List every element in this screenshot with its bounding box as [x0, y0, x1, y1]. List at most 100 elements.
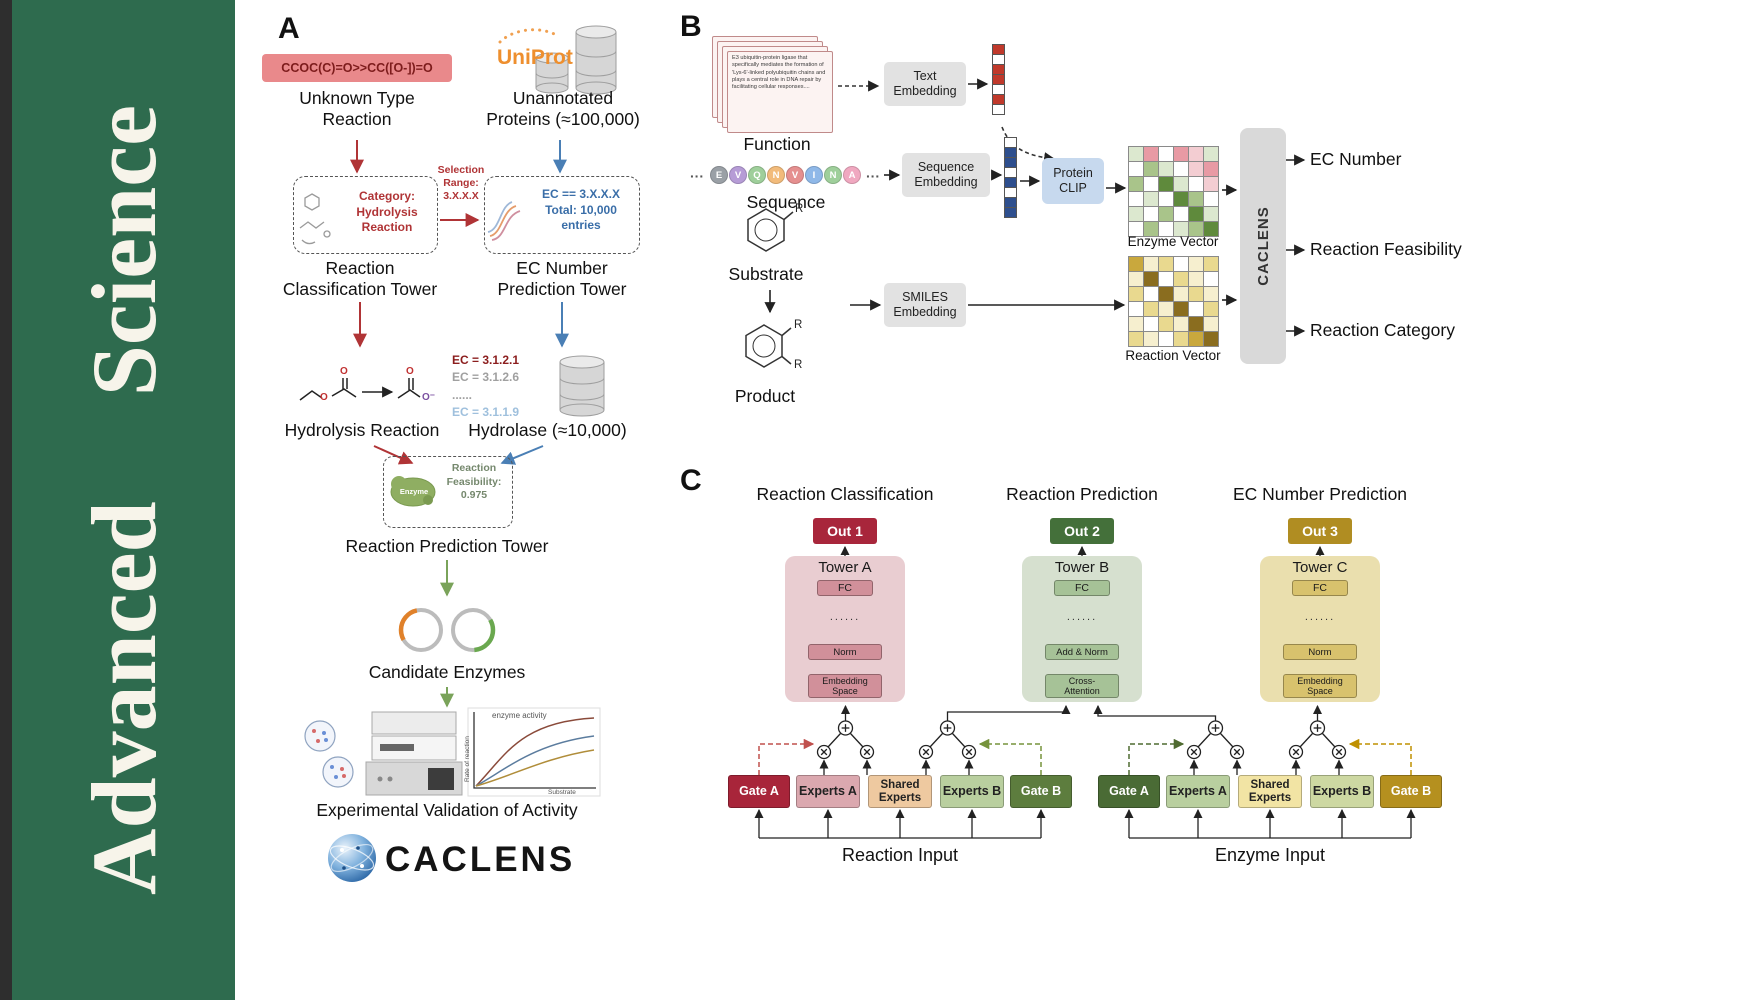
residue-token: N — [767, 166, 785, 184]
vector-cell — [1204, 147, 1218, 161]
sequence-ellipsis-left: ··· — [690, 168, 704, 184]
enzyme-blob-label: Enzyme — [399, 487, 429, 496]
hydrolase-label: Hydrolase (≈10,000) — [468, 420, 627, 440]
sample-vials-icon — [304, 720, 354, 788]
tower-b-cross-attention: Cross- Attention — [1045, 674, 1119, 698]
vector-cell — [1129, 192, 1143, 206]
journal-word-advanced: Advanced — [72, 501, 175, 895]
enzyme-vector-grid — [1128, 146, 1219, 237]
vector-cell — [1204, 192, 1218, 206]
product-molecule-icon — [745, 324, 792, 368]
vector-cell — [1204, 162, 1218, 176]
vector-cell — [1129, 177, 1143, 191]
hplc-instrument-icon — [365, 711, 463, 796]
uniprot-swoosh-icon — [498, 28, 560, 44]
residue-token: E — [710, 166, 728, 184]
smiles-embedding-box: SMILES Embedding — [884, 283, 966, 327]
journal-word-science: Science — [72, 105, 175, 397]
vector-cell — [1204, 332, 1218, 346]
vector-cell — [1144, 192, 1158, 206]
hydrolysis-reaction-label: Hydrolysis Reaction — [284, 420, 440, 440]
panel-a-label: A — [278, 12, 300, 45]
gate-b-right: Gate B — [1380, 775, 1442, 808]
sum-node-icon — [837, 720, 854, 736]
reaction-smiles-box: CCOC(C)=O>>CC([O-])=O — [262, 54, 452, 82]
experts-a-left: Experts A — [796, 775, 860, 808]
multiply-node-icon — [1288, 744, 1304, 760]
vector-cell — [1004, 207, 1017, 218]
vector-cell — [1144, 147, 1158, 161]
multiply-node-icon — [961, 744, 977, 760]
column-title-ec-number-prediction: EC Number Prediction — [1232, 484, 1408, 504]
caclens-logo-icon — [328, 834, 376, 882]
vector-cell — [1204, 302, 1218, 316]
vector-cell — [1129, 257, 1143, 271]
output-reaction-feasibility: Reaction Feasibility — [1310, 239, 1462, 259]
text-embedding-box: Text Embedding — [884, 62, 966, 106]
vector-cell — [1144, 222, 1158, 236]
caclens-wordmark: CACLENS — [385, 840, 576, 879]
product-label: Product — [734, 386, 796, 406]
function-label: Function — [743, 134, 811, 154]
sum-node-icon — [939, 720, 956, 736]
protein-clip-box: Protein CLIP — [1042, 158, 1104, 204]
feasibility-score: Reaction Feasibility: 0.975 — [446, 462, 502, 502]
vector-cell — [1174, 177, 1188, 191]
sequence-label: Sequence — [746, 192, 826, 212]
tower-b-dots: ...... — [1066, 611, 1098, 623]
tower-c-fc: FC — [1292, 580, 1348, 596]
vector-cell — [1204, 222, 1218, 236]
experts-a-right: Experts A — [1166, 775, 1230, 808]
residue-token: V — [786, 166, 804, 184]
classification-tower-label: Reaction Classification Tower — [282, 258, 438, 300]
text-embedding-vector — [992, 44, 1005, 115]
vector-cell — [1129, 302, 1143, 316]
vector-cell — [1129, 287, 1143, 301]
tower-a-title: Tower A — [818, 559, 872, 576]
vector-cell — [1204, 287, 1218, 301]
vector-cell — [1129, 222, 1143, 236]
function-card-front: E3 ubiquitin-protein ligase that specifi… — [727, 51, 833, 133]
vector-cell — [1174, 287, 1188, 301]
ec-number-list: EC = 3.1.2.1 EC = 3.1.2.6 ...... EC = 3.… — [452, 352, 519, 422]
vector-cell — [1159, 302, 1173, 316]
sequence-embedding-vector — [1004, 137, 1017, 218]
out3-box: Out 3 — [1288, 518, 1352, 544]
vector-cell — [1159, 192, 1173, 206]
vector-cell — [1159, 222, 1173, 236]
substrate-label: Substrate — [728, 264, 804, 284]
page-edge — [0, 0, 12, 1000]
vector-cell — [1174, 302, 1188, 316]
vector-cell — [1174, 162, 1188, 176]
vector-cell — [1204, 257, 1218, 271]
multiply-node-icon — [1186, 744, 1202, 760]
vector-cell — [1174, 222, 1188, 236]
plasmid-icon — [398, 607, 496, 653]
vector-cell — [1174, 332, 1188, 346]
vector-cell — [992, 104, 1005, 115]
multiply-node-icon — [816, 744, 832, 760]
vector-cell — [1159, 162, 1173, 176]
residue-token: A — [843, 166, 861, 184]
reaction-vector-grid — [1128, 256, 1219, 347]
tower-c-title: Tower C — [1292, 559, 1348, 576]
tower-a-embedding-space: Embedding Space — [808, 674, 882, 698]
journal-name: Advanced Science — [12, 0, 235, 1000]
vector-cell — [1129, 162, 1143, 176]
vector-cell — [1204, 207, 1218, 221]
category-text: Category: Hydrolysis Reaction — [356, 189, 418, 235]
reaction-input-label: Reaction Input — [841, 845, 959, 865]
tower-b: Tower B FC ...... Add & Norm Cross- Atte… — [1022, 556, 1142, 702]
atom-o-label: O — [406, 366, 414, 377]
vector-cell — [1189, 177, 1203, 191]
selection-range-label: Selection Range: 3.X.X.X — [437, 164, 485, 203]
plot-xlabel: Substrate — [548, 789, 576, 796]
ec-prediction-box: EC == 3.X.X.X Total: 10,000 entries — [484, 176, 640, 254]
function-card-stack: E3 ubiquitin-protein ligase that specifi… — [712, 36, 852, 140]
vector-cell — [1189, 272, 1203, 286]
column-title-reaction-prediction: Reaction Prediction — [1006, 484, 1158, 504]
shared-experts-left: Shared Experts — [868, 775, 932, 808]
sum-node-icon — [1207, 720, 1224, 736]
vector-cell — [1159, 332, 1173, 346]
